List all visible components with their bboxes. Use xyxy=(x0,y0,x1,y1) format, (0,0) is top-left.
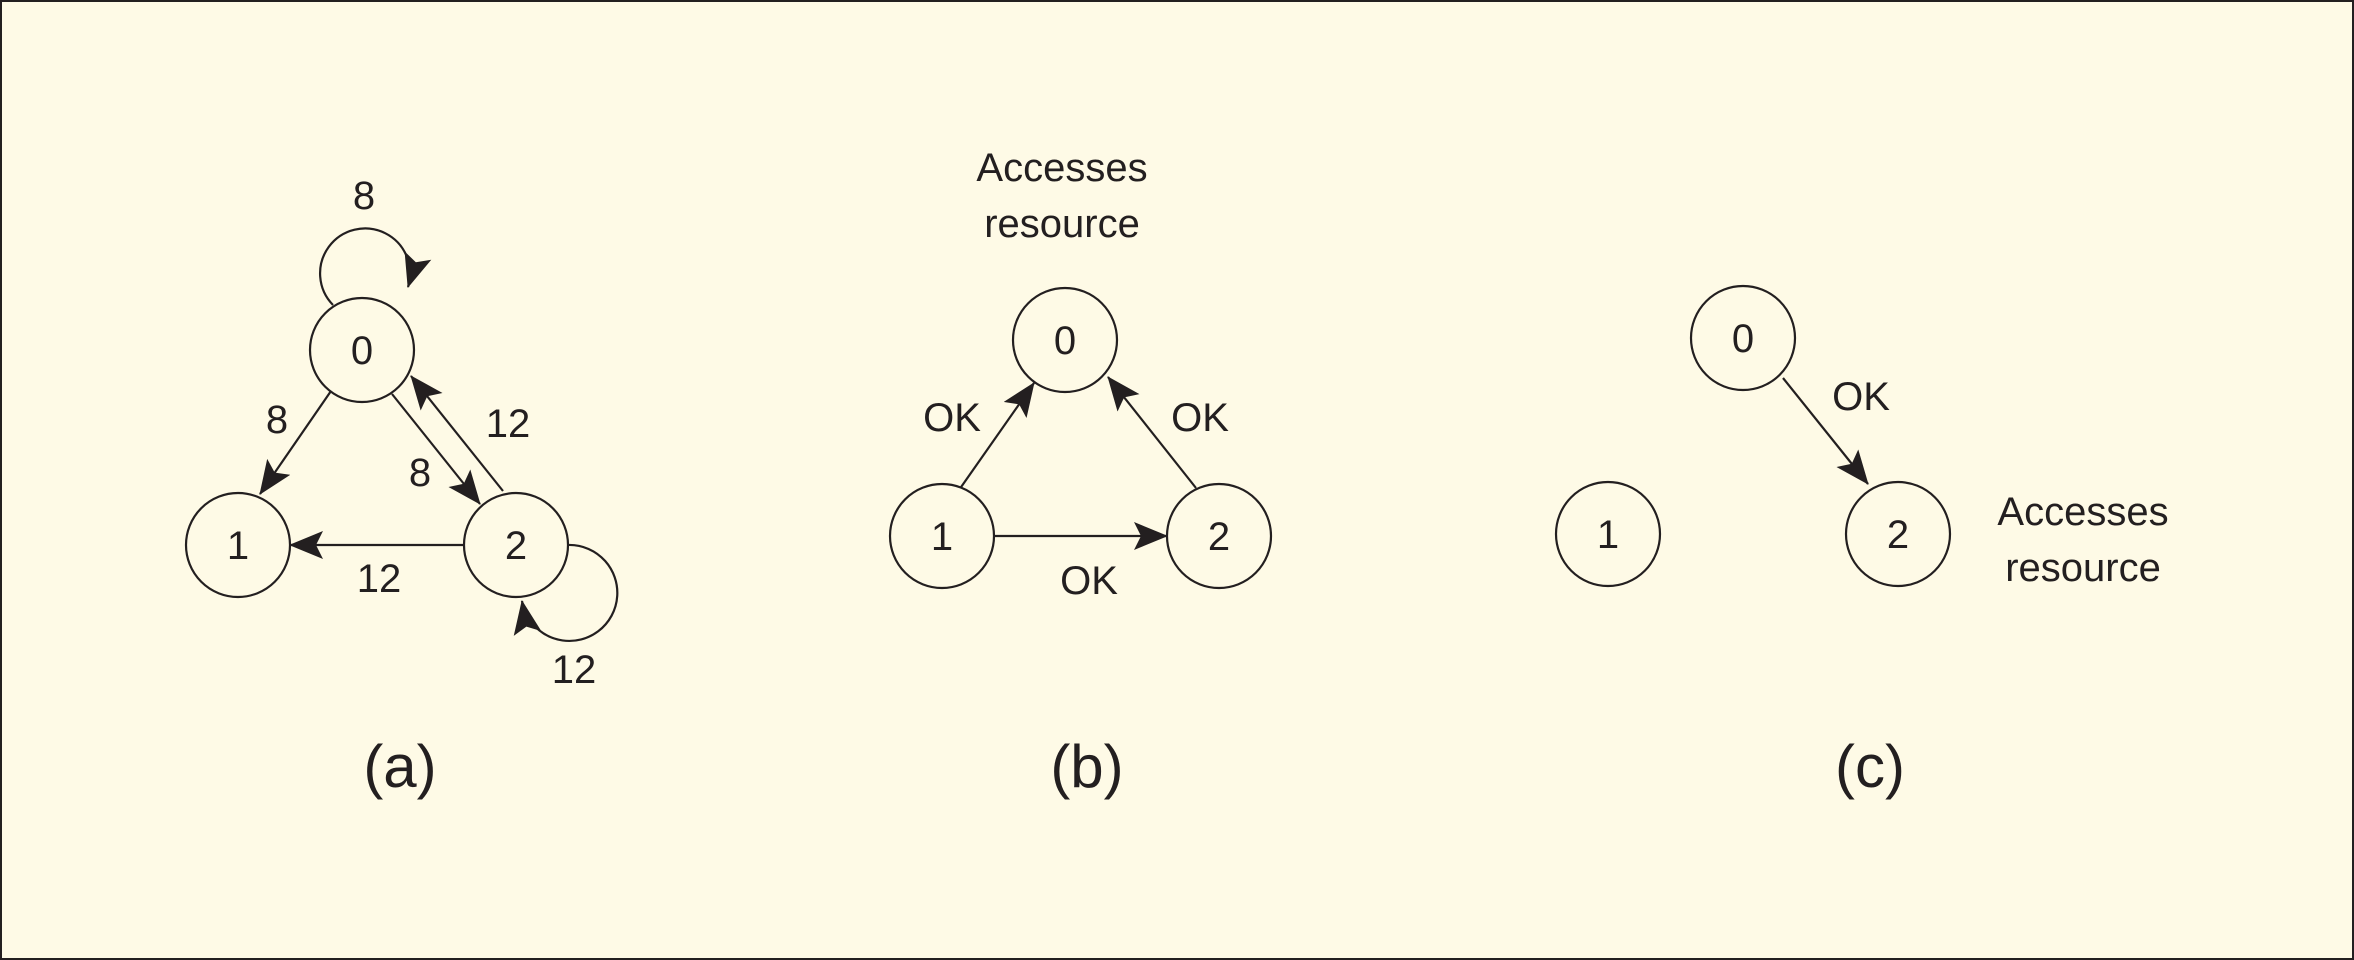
node-1: 1 xyxy=(1554,480,1662,588)
edge-0-1 xyxy=(259,390,332,495)
node-0: 0 xyxy=(1011,286,1119,394)
node-1: 1 xyxy=(184,491,292,599)
node-2: 2 xyxy=(462,491,570,599)
edge-2-2 xyxy=(513,543,619,643)
edge-label-1-0: OK xyxy=(923,396,981,440)
edge-0-0 xyxy=(319,227,432,306)
edge-1-0 xyxy=(958,382,1035,491)
node-0: 0 xyxy=(308,296,416,404)
note-line-2: resource xyxy=(984,202,1140,246)
edge-0-2 xyxy=(391,393,481,505)
node-label: 0 xyxy=(1054,319,1076,363)
node-label: 1 xyxy=(227,524,249,568)
note-line-1: Accesses xyxy=(1997,490,2168,534)
edge-2-0 xyxy=(410,375,504,492)
caption-a: (a) xyxy=(363,733,436,800)
note-line-2: resource xyxy=(2005,546,2161,590)
edge-label-2-0: OK xyxy=(1171,396,1229,440)
node-label: 0 xyxy=(351,329,373,373)
node-label: 0 xyxy=(1732,317,1754,361)
note-line-1: Accesses xyxy=(976,146,1147,190)
node-label: 2 xyxy=(1887,513,1909,557)
edge-2-0 xyxy=(1107,376,1197,489)
node-label: 2 xyxy=(1208,515,1230,559)
node-0: 0 xyxy=(1689,284,1797,392)
edge-label-1-2: OK xyxy=(1060,559,1118,603)
node-2: 2 xyxy=(1165,482,1273,590)
node-label: 1 xyxy=(1597,513,1619,557)
edge-label-2-2: 12 xyxy=(552,648,597,692)
node-1: 1 xyxy=(888,482,996,590)
edge-label-0-0: 8 xyxy=(353,174,375,218)
edge-label-2-0: 12 xyxy=(486,402,531,446)
caption-b: (b) xyxy=(1050,733,1123,800)
node-label: 2 xyxy=(505,524,527,568)
caption-c: (c) xyxy=(1835,733,1905,800)
edge-label-0-2: 8 xyxy=(409,451,431,495)
edge-label-2-1: 12 xyxy=(357,557,402,601)
edge-label-0-2: OK xyxy=(1832,375,1890,419)
panel-c: 0 1 2 OK Accesses resource (c) xyxy=(1554,284,2169,800)
node-label: 1 xyxy=(931,515,953,559)
node-2: 2 xyxy=(1844,480,1952,588)
edge-label-0-1: 8 xyxy=(266,398,288,442)
panel-b: Accesses resource 0 1 2 OK OK OK (b) xyxy=(888,146,1273,800)
panel-a: 0 1 2 8 8 8 12 12 12 (a) xyxy=(184,174,619,800)
edge-0-2 xyxy=(1782,377,1869,485)
